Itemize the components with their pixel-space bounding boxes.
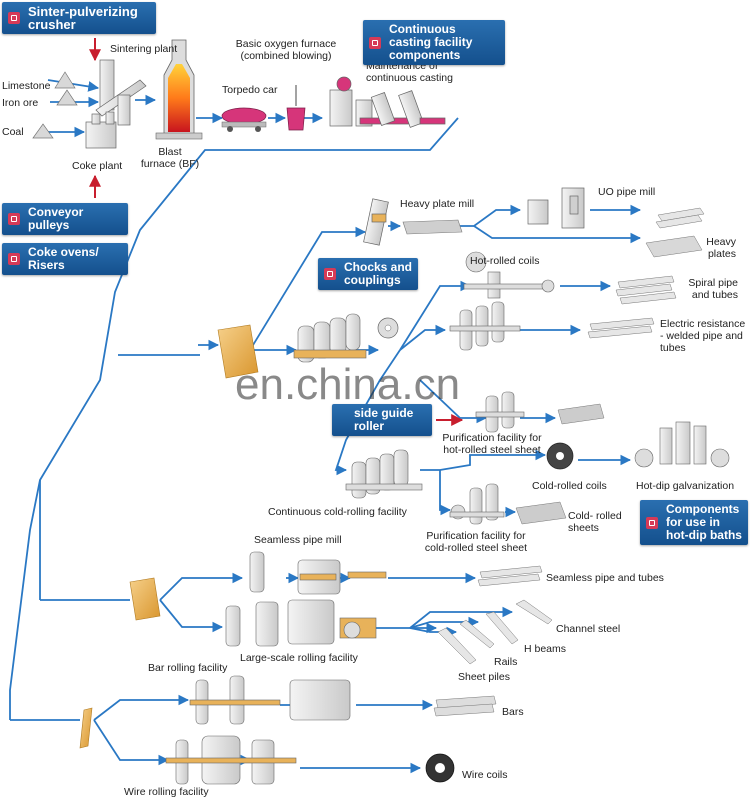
billet (79, 707, 93, 749)
limestone-pile (54, 71, 76, 89)
uo-pipe-mill-machine (527, 187, 585, 229)
section-products (437, 599, 553, 665)
cold-rolling-mill (345, 449, 423, 499)
coal-pile (32, 123, 54, 139)
label-coke-plant: Coke plant (72, 160, 123, 172)
badge-icon (8, 253, 20, 265)
badge-side-guide-roller: side guide roller (332, 404, 432, 436)
label-torpedo-car: Torpedo car (222, 84, 278, 96)
galvanizing-line (634, 421, 730, 468)
basic-oxygen-furnace (286, 85, 306, 131)
badge-text: Sinter-pulverizing crusher (28, 4, 138, 32)
hot-rolled-coil-line (463, 251, 555, 299)
label-bars: Bars (502, 706, 524, 718)
label-spiral-pipe: Spiral pipe and tubes (688, 277, 738, 301)
badge-icon (369, 36, 381, 49)
channel-steel-shape (515, 599, 553, 625)
coke-plant-machine (85, 111, 117, 149)
badge-icon (8, 12, 20, 24)
label-hot-rolled-coils: Hot-rolled coils (470, 255, 540, 267)
label-continuous-cold-rolling: Continuous cold-rolling facility (268, 506, 407, 518)
label-heavy-plates: Heavy plates (706, 236, 736, 260)
label-coal: Coal (2, 126, 24, 138)
h-beam-shape (485, 611, 519, 645)
uo-pipe-product (655, 207, 705, 229)
label-wire-rolling: Wire rolling facility (124, 786, 209, 798)
iron-ore-pile (56, 89, 78, 106)
watermark-text: en.china.cn (235, 360, 461, 409)
label-h-beams: H beams (524, 643, 567, 655)
torpedo-car (221, 107, 267, 132)
seamless-mill (249, 551, 387, 595)
label-sintering-plant: Sintering plant (110, 43, 178, 55)
continuous-caster (329, 76, 446, 128)
wire-rolling-mill (165, 735, 297, 785)
badge-icon (646, 516, 658, 529)
red-arrows (89, 38, 464, 426)
heavy-plate-stock (402, 219, 463, 235)
badge-chocks-couplings: Chocks and couplings (318, 258, 418, 290)
badge-text: Continuous casting facility components (389, 22, 473, 62)
badge-icon (324, 268, 336, 280)
label-sheet-piles: Sheet piles (458, 671, 510, 683)
badge-continuous-casting: Continuous casting facility components (363, 20, 505, 65)
label-blast-furnace: Blast furnace (BF) (140, 146, 200, 170)
large-scale-mill (225, 599, 377, 647)
bars-product (433, 695, 497, 717)
blast-furnace (155, 39, 203, 140)
label-iron-ore: Iron ore (2, 97, 39, 109)
pickling-machine-hot (475, 391, 525, 433)
badge-text: Coke ovens/ Risers (28, 245, 99, 272)
badge-text: Components for use in hot-dip baths (666, 502, 742, 542)
label-rails: Rails (494, 656, 518, 668)
badge-sinter-pulverizing-crusher: Sinter-pulverizing crusher (2, 2, 156, 34)
label-bar-rolling: Bar rolling facility (148, 662, 228, 674)
label-seamless-pipe-tubes: Seamless pipe and tubes (546, 572, 664, 584)
hot-strip-mill (293, 313, 367, 363)
label-large-scale: Large-scale rolling facility (240, 652, 358, 664)
sheet-pile-shape (437, 627, 477, 665)
label-limestone: Limestone (2, 80, 51, 92)
wire-coil-product (425, 753, 455, 783)
badge-hot-dip-components: Components for use in hot-dip baths (640, 500, 748, 545)
label-hot-dip-galvanization: Hot-dip galvanization (636, 480, 735, 492)
label-bof: Basic oxygen furnace (combined blowing) (235, 38, 337, 62)
seamless-pipe-product (477, 565, 543, 587)
slab-1 (217, 324, 259, 379)
label-purification-hot: Purification facility for hot-rolled ste… (442, 432, 542, 456)
bar-rolling-mill (189, 675, 351, 725)
label-seamless-pipe-mill: Seamless pipe mill (254, 534, 342, 546)
label-erw-pipe: Electric resistance - welded pipe and tu… (660, 318, 746, 354)
heavy-plate-mill-machine (363, 198, 389, 246)
hot-sheet-product (557, 403, 605, 425)
erw-machine (449, 301, 521, 351)
sintering-plant-machine (95, 59, 147, 126)
label-cold-rolled-sheets: Cold- rolled sheets (568, 510, 622, 534)
badge-text: Chocks and couplings (344, 260, 413, 287)
badge-text: side guide roller (354, 406, 414, 433)
badge-coke-ovens: Coke ovens/ Risers (2, 243, 128, 275)
spiral-pipe-product (615, 275, 677, 305)
cold-rolled-coil (546, 442, 574, 470)
slab-2 (129, 577, 161, 621)
label-cold-rolled-coils: Cold-rolled coils (532, 480, 607, 492)
strip-coil (377, 317, 399, 339)
rail-shape (459, 619, 495, 649)
erw-pipe-product (587, 317, 655, 339)
label-channel-steel: Channel steel (556, 623, 621, 635)
label-purification-cold: Purification facility for cold-rolled st… (424, 530, 528, 554)
label-uo-pipe-mill: UO pipe mill (598, 186, 656, 198)
cold-sheet-product (515, 501, 567, 525)
raw-material-piles (32, 71, 78, 139)
badge-icon (8, 213, 20, 225)
badge-conveyor-pulleys: Conveyor pulleys (2, 203, 128, 235)
heavy-plates-product (645, 235, 703, 258)
label-wire-coils: Wire coils (462, 769, 508, 781)
badge-text: Conveyor pulleys (28, 205, 84, 232)
pickling-machine-cold (449, 483, 505, 525)
flow-lines (9, 79, 642, 774)
label-heavy-plate-mill: Heavy plate mill (400, 198, 475, 210)
